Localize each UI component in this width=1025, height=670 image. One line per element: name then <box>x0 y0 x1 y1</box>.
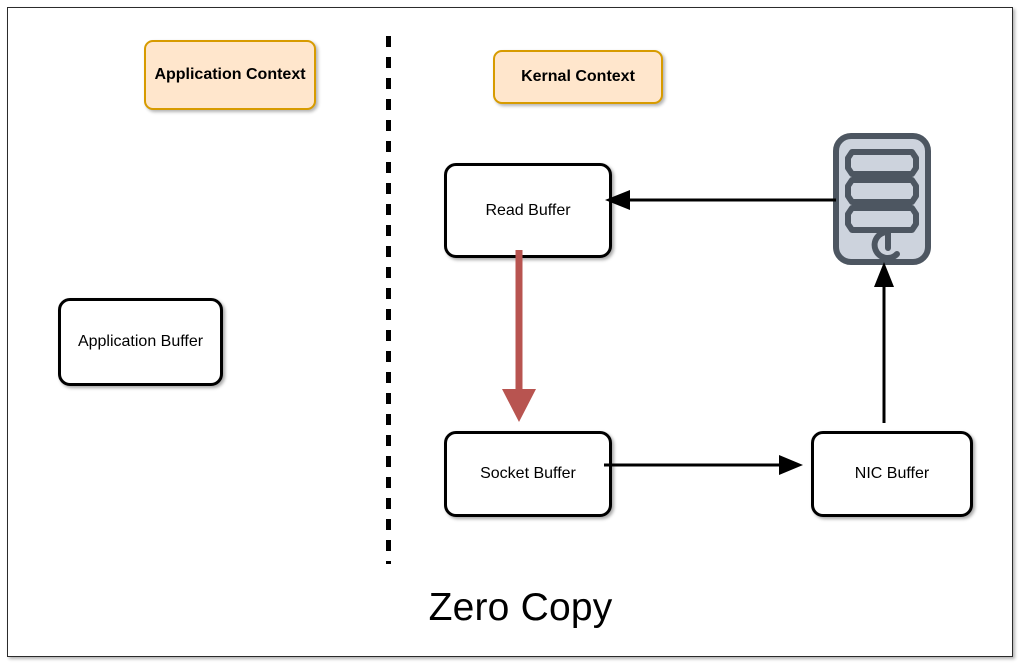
node-socket-buffer: Socket Buffer <box>444 431 612 517</box>
context-label-application: Application Context <box>144 40 316 110</box>
node-nic-buffer: NIC Buffer <box>811 431 973 517</box>
context-label-kernel: Kernal Context <box>493 50 663 104</box>
dashed-divider <box>386 36 391 564</box>
node-read-buffer: Read Buffer <box>444 163 612 258</box>
node-application-buffer: Application Buffer <box>58 298 223 386</box>
diagram-caption: Zero Copy <box>428 586 613 629</box>
diagram-frame: Application Context Kernal Context Appli… <box>7 7 1013 657</box>
